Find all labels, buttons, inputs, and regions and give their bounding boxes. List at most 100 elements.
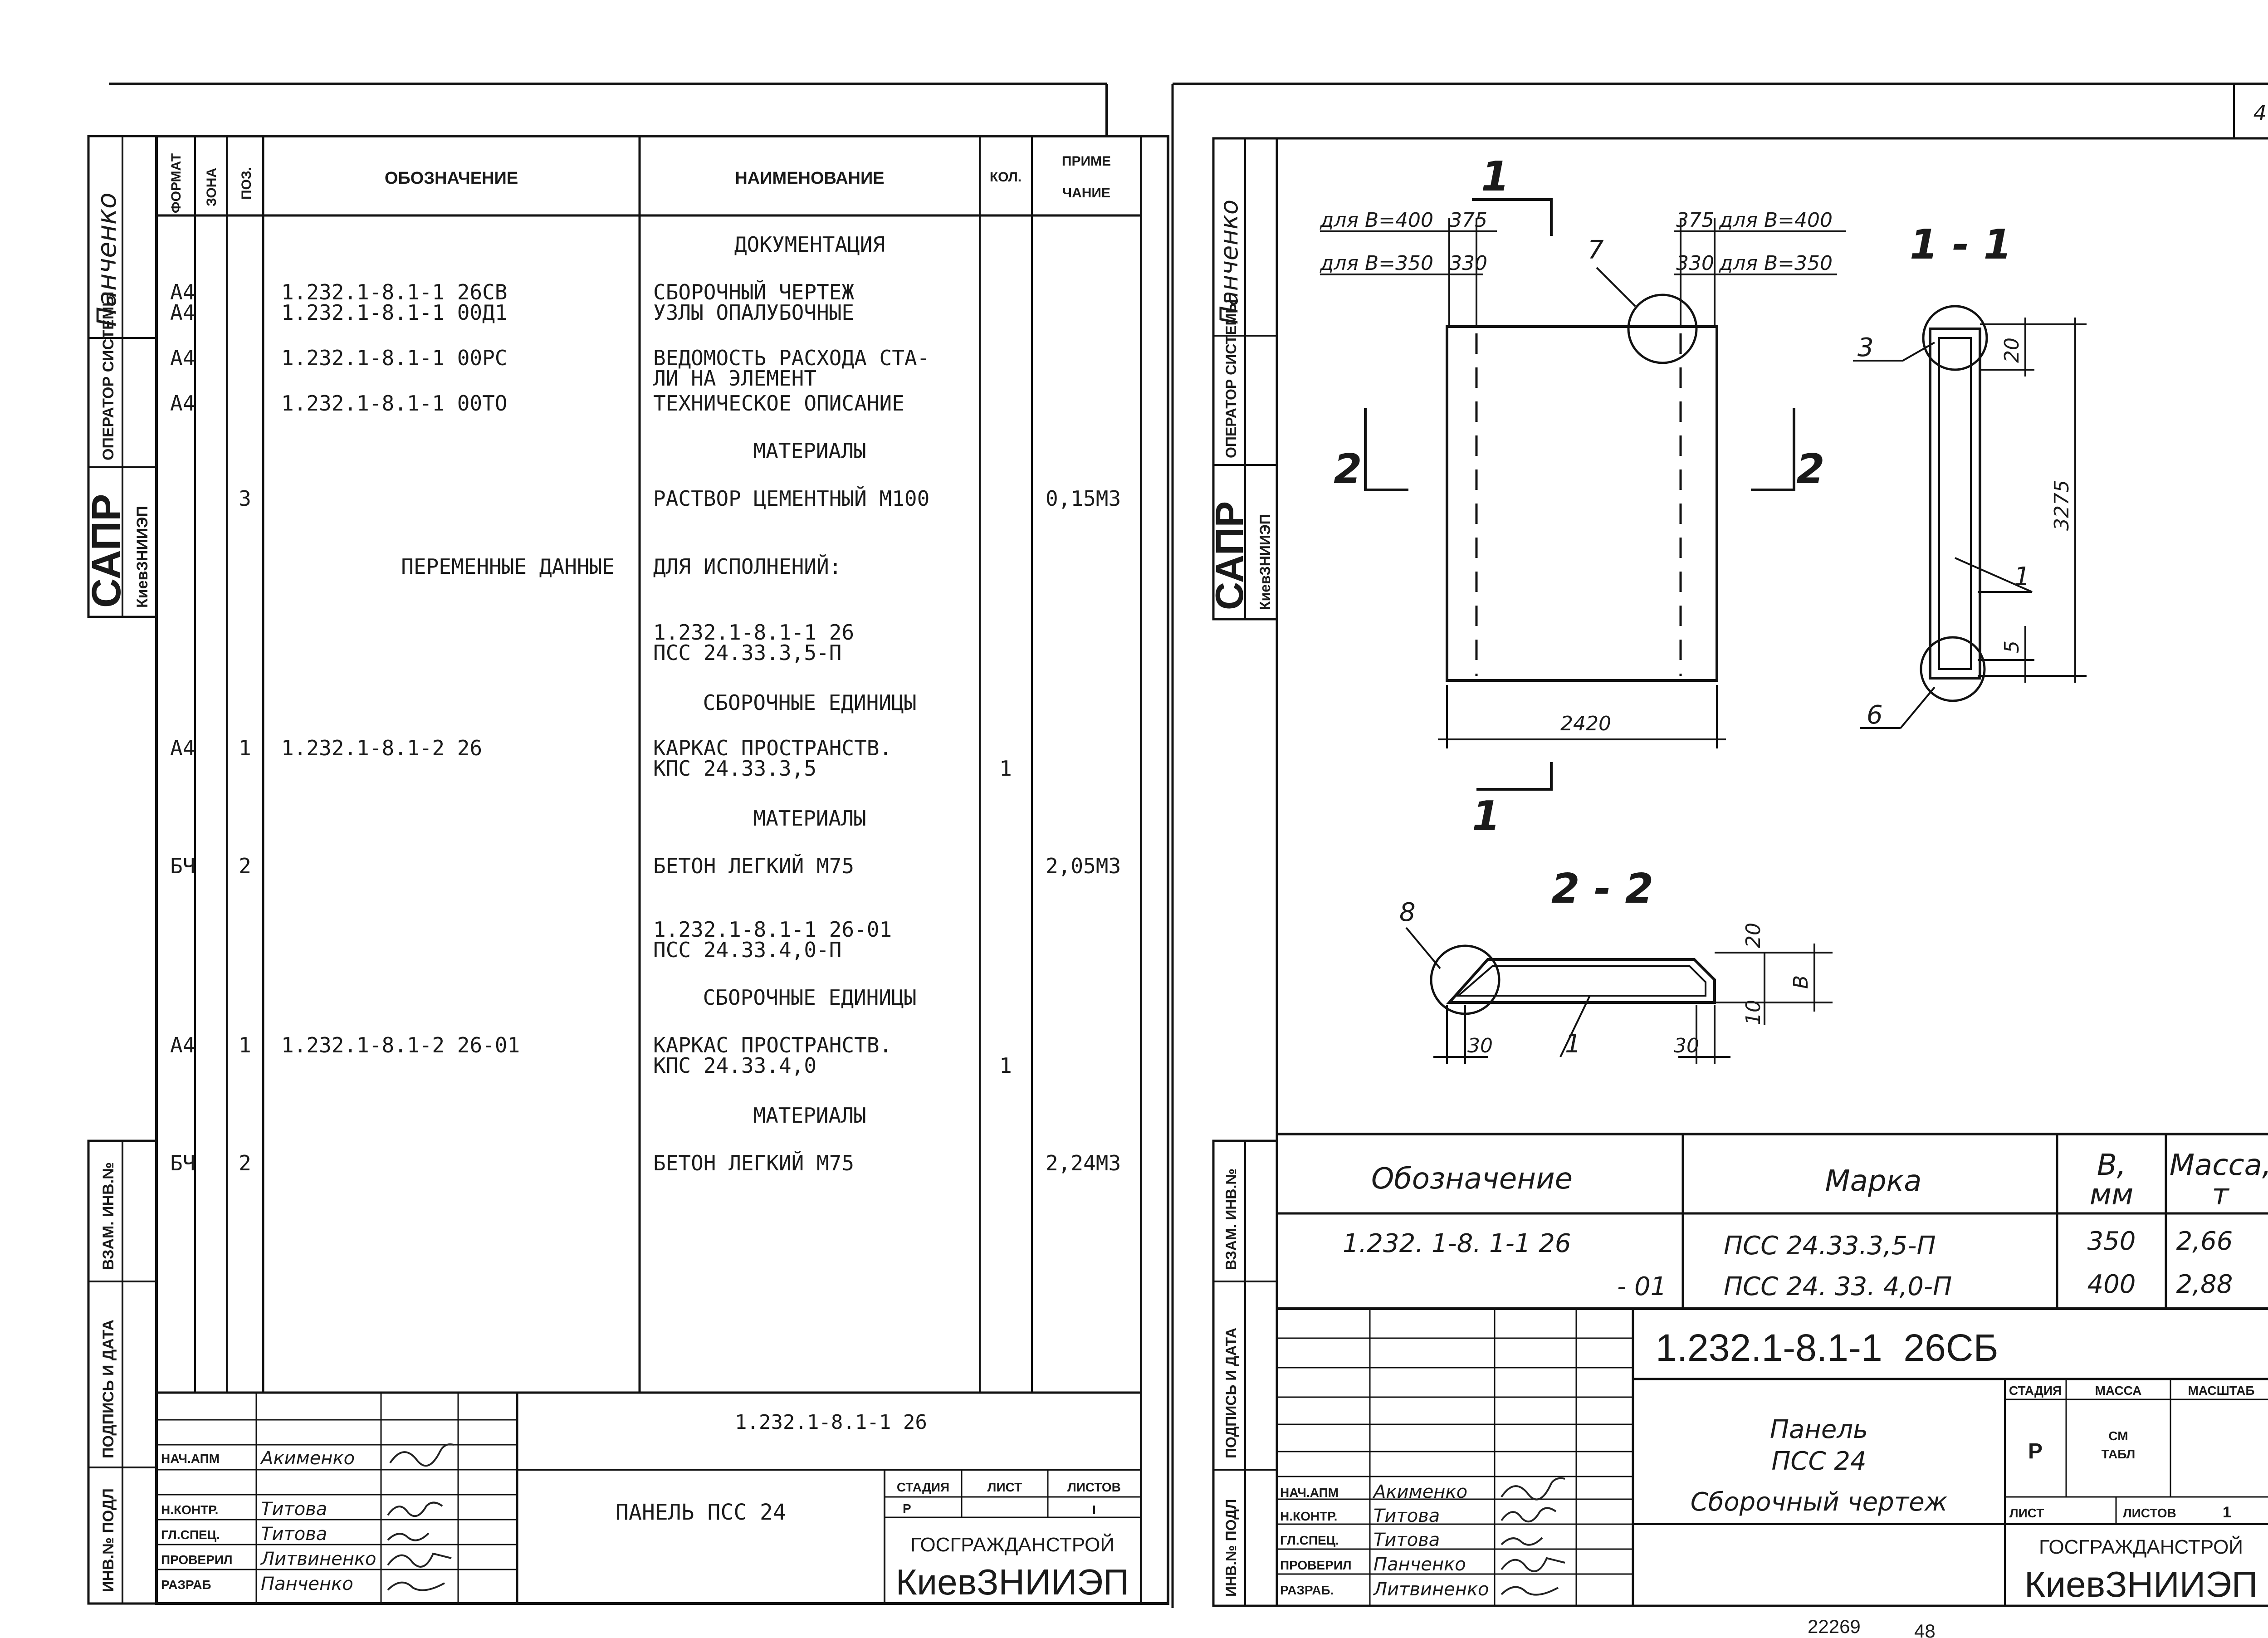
spec-cell-naim: КАРКАС ПРОСТРАНСТВ.	[653, 736, 892, 760]
rt-role-4: ПРОВЕРИЛ	[1280, 1558, 1352, 1572]
rt-mass-note2: ТАБЛ	[2102, 1447, 2136, 1461]
callout-6: 6	[1867, 700, 1883, 730]
rt-scale-label: МАСШТАБ	[2188, 1384, 2255, 1398]
rt-name-1: Акименко	[1372, 1482, 1467, 1502]
spec-cell-oboz: 1.232.1-8.1-2 26	[281, 736, 482, 760]
right-signatures	[1501, 1477, 1565, 1596]
lt-stage: Р	[903, 1501, 911, 1516]
mt-r1-oboz: 1.232. 1-8. 1-1 26	[1343, 1229, 1571, 1258]
r-side-sapr: САПР	[1208, 501, 1251, 610]
rt-stage: Р	[2028, 1439, 2043, 1463]
left-sheet: Панченко ОПЕРАТОР СИСТЕМЫ ВЗАМ. ИНВ.№ ПО…	[84, 83, 1169, 1605]
dim-d30b: 30	[1674, 1034, 1699, 1057]
spec-cell-naim: МАТЕРИАЛЫ	[753, 439, 866, 463]
r-side-signature: Панченко	[1215, 200, 1243, 324]
lt-name-5: Панченко	[261, 1574, 353, 1594]
lt-stage-label: СТАДИЯ	[897, 1480, 949, 1494]
sec11-bottom-label: 1	[1472, 792, 1501, 840]
panel-elevation	[1320, 198, 1846, 791]
r-side-vzam: ВЗАМ. ИНВ.№	[1223, 1169, 1239, 1270]
lt-panel-name: ПАНЕЛЬ ПСС 24	[616, 1500, 786, 1525]
spec-cell-naim: БЕТОН ЛЕГКИЙ М75	[653, 854, 854, 878]
lt-role-2: Н.КОНТР.	[161, 1503, 218, 1517]
dim-d30a: 30	[1467, 1034, 1493, 1057]
dim-right-1: для В=400	[1719, 209, 1833, 232]
lt-role-4: ПРОВЕРИЛ	[161, 1553, 233, 1567]
spec-cell-format: А4	[170, 1033, 195, 1057]
side-vzam: ВЗАМ. ИНВ.№	[100, 1162, 117, 1270]
side-inv: ИНВ.№ ПОДЛ	[100, 1488, 117, 1592]
spec-cell-naim: КПС 24.33.4,0	[653, 1053, 816, 1078]
spec-cell-naim: 1.232.1-8.1-1 26	[653, 620, 854, 645]
spec-cell-oboz: 1.232.1-8.1-1 00РС	[281, 346, 508, 370]
spec-cell-oboz: ПЕРЕМЕННЫЕ ДАННЫЕ	[401, 554, 615, 579]
lt-name-2: Титова	[261, 1499, 327, 1520]
side-org: КиевЗНИИЭП	[134, 506, 151, 608]
h-poz: ПОЗ.	[239, 167, 254, 200]
spec-cell-prim: 2,05М3	[1046, 854, 1121, 878]
rt-sheet-label: ЛИСТ	[2009, 1506, 2044, 1520]
mt-h-m2: т	[2212, 1178, 2229, 1212]
side-podpis: ПОДПИСЬ И ДАТА	[100, 1320, 117, 1458]
spec-cell-naim: БЕТОН ЛЕГКИЙ М75	[653, 1151, 854, 1175]
spec-cell-poz: 2	[239, 1151, 251, 1175]
spec-cell-naim: МАТЕРИАЛЫ	[753, 806, 866, 831]
spec-cell-naim: РАСТВОР ЦЕМЕНТНЫЙ М100	[653, 486, 929, 511]
mt-h-m1: Масса,	[2170, 1149, 2268, 1182]
r-side-podpis: ПОДПИСЬ И ДАТА	[1223, 1328, 1239, 1458]
side-operator: ОПЕРАТОР СИСТЕМЫ	[100, 292, 117, 460]
spec-cell-prim: 2,24М3	[1046, 1151, 1121, 1175]
rt-sheets: 1	[2223, 1504, 2231, 1521]
spec-cell-naim: МАТЕРИАЛЫ	[753, 1103, 866, 1128]
spec-cell-kol: 1	[999, 1053, 1012, 1078]
lt-sheets: I	[1092, 1503, 1096, 1517]
mt-r2-oboz: - 01	[1617, 1272, 1667, 1301]
h-format: ФОРМАТ	[169, 153, 184, 213]
rt-org2: КиевЗНИИЭП	[2024, 1564, 2258, 1604]
lt-org1: ГОСГРАЖДАНСТРОЙ	[910, 1533, 1114, 1556]
dim-right-2: для В=350	[1719, 252, 1833, 275]
r-side-org: КиевЗНИИЭП	[1257, 514, 1273, 610]
callout-1b: 1	[1565, 1029, 1581, 1059]
mt-r1-marka: ПСС 24.33.3,5-П	[1724, 1231, 1936, 1261]
lt-role-3: ГЛ.СПЕЦ.	[161, 1528, 220, 1542]
dim-d20a: 20	[2000, 337, 2024, 363]
section-2-2	[1405, 927, 1833, 1064]
section-1-1	[1853, 305, 2087, 729]
footer-doc-number: 22269	[1808, 1616, 1861, 1637]
rt-name3: Сборочный чертеж	[1691, 1487, 1947, 1517]
lt-role-5: РАЗРАБ	[161, 1578, 211, 1592]
dim-left-2v: 330	[1449, 252, 1487, 275]
spec-cell-oboz: 1.232.1-8.1-1 00Д1	[281, 300, 508, 325]
footer-page: 48	[1914, 1620, 1936, 1638]
spec-cell-naim: КАРКАС ПРОСТРАНСТВ.	[653, 1033, 892, 1057]
mt-h-b2: мм	[2090, 1178, 2134, 1212]
spec-cell-format: БЧ	[170, 854, 195, 878]
callout-7: 7	[1588, 235, 1604, 265]
rt-sheets-label: ЛИСТОВ	[2123, 1506, 2176, 1520]
lt-name-1: Акименко	[259, 1448, 355, 1469]
lt-role-1: НАЧ.АПМ	[161, 1452, 220, 1466]
spec-cell-kol: 1	[999, 756, 1012, 781]
dim-d20b: 20	[1742, 923, 1765, 948]
h-naim: НАИМЕНОВАНИЕ	[735, 169, 884, 188]
spec-cell-poz: 1	[239, 736, 251, 760]
dim-d5: 5	[2000, 641, 2024, 653]
right-sheet: 47 Панченко ОПЕРАТОР СИСТЕМЫ ВЗАМ. ИНВ.№…	[1171, 83, 2268, 1638]
r-side-inv: ИНВ.№ ПОДЛ	[1223, 1499, 1239, 1597]
sec22-left-label: 2	[1334, 445, 1362, 493]
rt-mass-label: МАССА	[2095, 1384, 2142, 1398]
mt-h-marka: Марка	[1825, 1164, 1922, 1198]
spec-cell-naim: СБОРОЧНЫЕ ЕДИНИЦЫ	[703, 690, 917, 715]
rt-name-4: Панченко	[1374, 1554, 1466, 1575]
rt-name-5: Литвиненко	[1373, 1579, 1489, 1600]
right-title-block: НАЧ.АПМ Н.КОНТР. ГЛ.СПЕЦ. ПРОВЕРИЛ РАЗРА…	[1277, 1309, 2268, 1606]
spec-cell-poz: 1	[239, 1033, 251, 1057]
mt-r2-b: 400	[2087, 1270, 2136, 1299]
side-signature: Панченко	[91, 193, 122, 327]
rt-name2: ПСС 24	[1771, 1447, 1866, 1476]
mt-r2-m: 2,88	[2176, 1270, 2233, 1299]
dim-right-2v: 330	[1676, 252, 1714, 275]
spec-cell-format: А4	[170, 280, 195, 304]
dim-b: В	[1789, 975, 1813, 989]
